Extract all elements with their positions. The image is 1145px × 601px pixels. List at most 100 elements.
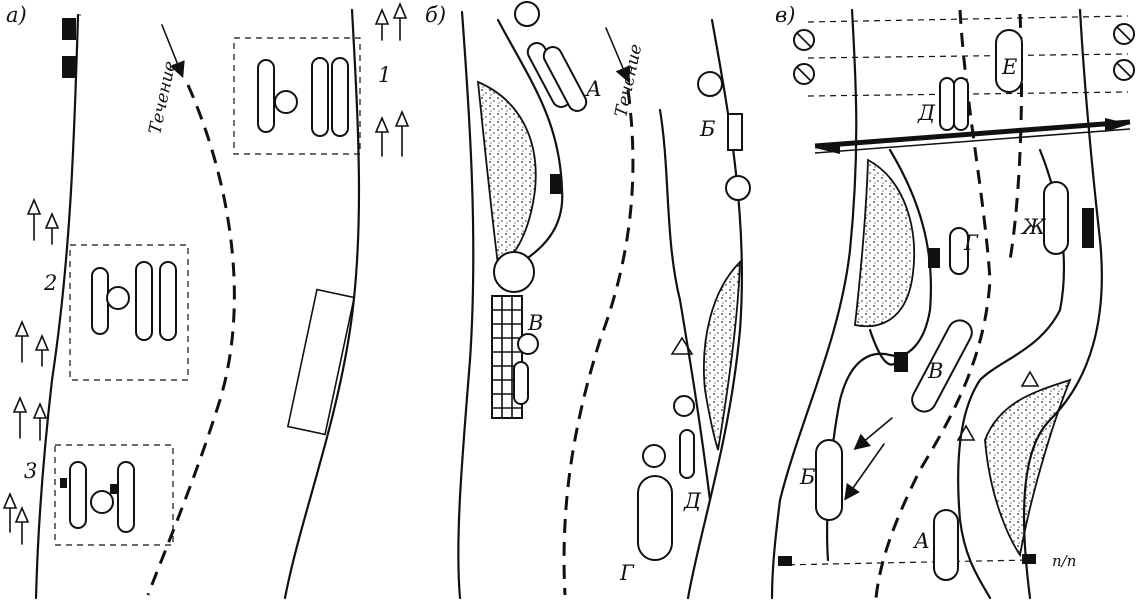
panel-c-vessel-zh <box>1043 181 1069 255</box>
panel-c-marker-b: Б <box>799 465 815 489</box>
panel-c-sandbank-left <box>854 158 915 327</box>
panel-a-vessel <box>135 261 153 341</box>
panel-a-anchorage-area-2 <box>69 244 189 381</box>
panel-a-label: а) <box>6 3 27 27</box>
panel-c-channel-hook <box>868 328 900 366</box>
panel-a-left-bank <box>34 13 80 600</box>
panel-c-pp-label: п/п <box>1052 552 1076 570</box>
panel-b-marker-d: Д <box>683 489 702 513</box>
panel-a-number-2: 2 <box>43 271 57 295</box>
panel-c-triangle-sign <box>956 424 976 441</box>
panel-a-vessel <box>91 267 109 335</box>
panel-c-berth-block <box>1082 208 1094 248</box>
panel-a-vessel <box>117 461 135 533</box>
panel-b-sandbank-right <box>703 259 741 451</box>
panel-a-vessel <box>257 59 275 133</box>
panel-b-sandbank-upper <box>476 80 537 267</box>
panel-a-right-bank <box>283 8 361 600</box>
panel-c-right-bank <box>1022 8 1103 600</box>
panel-b-vessel-d <box>679 429 695 479</box>
panel-c-fairway-line <box>874 9 992 599</box>
panel-b-berth <box>727 113 743 151</box>
panel-c-vessel-b <box>815 439 843 521</box>
panel-b-left-bank <box>457 10 475 600</box>
panel-c-dashed-line <box>777 559 1031 566</box>
panel-a-anchor-icon <box>274 90 298 114</box>
panel-b-anchor-icon <box>514 1 540 27</box>
panel-b-anchor-icon <box>517 333 539 355</box>
panel-a-number-1: 1 <box>378 63 391 87</box>
panel-a-vessel <box>331 57 349 137</box>
panel-b-inner-line <box>658 108 712 502</box>
panel-c-marker-zh: Ж <box>1020 215 1047 239</box>
panel-b-marker-v: В <box>527 311 543 335</box>
panel-c-sandbank-right <box>984 378 1072 558</box>
panel-b-vessel-a <box>542 46 588 112</box>
panel-a-buoy <box>60 478 67 488</box>
panel-b-anchor-circle <box>493 251 535 293</box>
panel-a-anchor-icon <box>106 286 130 310</box>
panel-c-dashed-line <box>807 53 1129 59</box>
panel-b-buoy <box>550 174 562 194</box>
panel-c-vessel-v <box>911 319 973 413</box>
panel-c-drift-arrow <box>853 417 893 451</box>
panel-c-bridge-end <box>815 142 840 154</box>
panel-b-marker-a: А <box>584 77 602 101</box>
panel-c-buoy <box>1022 554 1036 564</box>
panel-b-anchor-icon <box>697 71 723 97</box>
panel-c-vessel-g <box>949 227 969 275</box>
panel-c-vessel-e <box>995 29 1023 93</box>
panel-c-marker-d: Д <box>917 101 936 125</box>
panel-a-bank-signs <box>2 1 410 545</box>
panel-c-vessel-d <box>939 77 955 131</box>
panel-c-triangle-sign <box>1020 370 1040 387</box>
panel-c-buoy <box>778 556 792 566</box>
panel-a-anchorage-area-3 <box>54 444 174 546</box>
panel-a: а) Течение 2 3 1 <box>2 1 410 600</box>
panel-a-vessel <box>159 261 177 341</box>
panel-a-vessel <box>69 461 87 529</box>
panel-a-buoy <box>110 484 117 494</box>
panel-b-triangle-sign <box>670 336 694 355</box>
panel-b-anchor-icon <box>642 444 666 468</box>
panel-a-berth <box>286 288 356 436</box>
panel-c-label: в) <box>775 3 795 27</box>
panel-c-buoy <box>894 352 908 372</box>
panel-a-mooring-block <box>62 18 76 40</box>
panel-a-number-3: 3 <box>24 459 37 483</box>
panel-c-vessel-d <box>953 77 969 131</box>
panel-c-marker-v: В <box>927 359 943 383</box>
panel-c-marker-a: А <box>912 529 930 553</box>
panel-a-vessel <box>311 57 329 137</box>
panel-c-vessel-a <box>933 509 959 581</box>
panel-a-anchor-icon <box>90 490 114 514</box>
panel-b: б) Течение А В Б <box>425 1 751 600</box>
panel-b-marker-b: Б <box>699 117 715 141</box>
panel-b-flow-arrow <box>605 27 631 83</box>
panel-c-prohibition-signs <box>793 23 1135 85</box>
panel-b-raft-hatching <box>491 295 523 419</box>
panel-c-bridge <box>814 128 1131 154</box>
panel-b-label: б) <box>425 3 446 27</box>
panel-c-buoy <box>928 248 940 268</box>
panel-a-flow-arrow <box>161 24 185 78</box>
panel-a-fairway-line <box>146 84 236 596</box>
panel-b-fairway-line <box>562 89 635 596</box>
panel-a-mooring-block <box>62 56 76 78</box>
panel-b-marker-g: Г <box>619 561 635 585</box>
panel-b-vessel-g <box>637 475 673 561</box>
panel-c-drift-arrow <box>844 443 885 501</box>
panel-b-anchor-icon <box>673 395 695 417</box>
panel-b-anchor-icon <box>725 175 751 201</box>
panel-c-bridge-end <box>1105 118 1130 132</box>
panel-c-dashed-line <box>807 15 1129 23</box>
panel-c-marker-e: Е <box>1001 55 1017 79</box>
panel-c-dashed-line <box>807 91 1129 97</box>
panel-a-flow-label: Течение <box>145 59 180 136</box>
panel-c-marker-g: Г <box>963 231 979 255</box>
panel-b-right-bank <box>686 18 744 600</box>
panel-b-vessel <box>513 361 529 405</box>
panel-c-left-bank <box>770 8 858 600</box>
